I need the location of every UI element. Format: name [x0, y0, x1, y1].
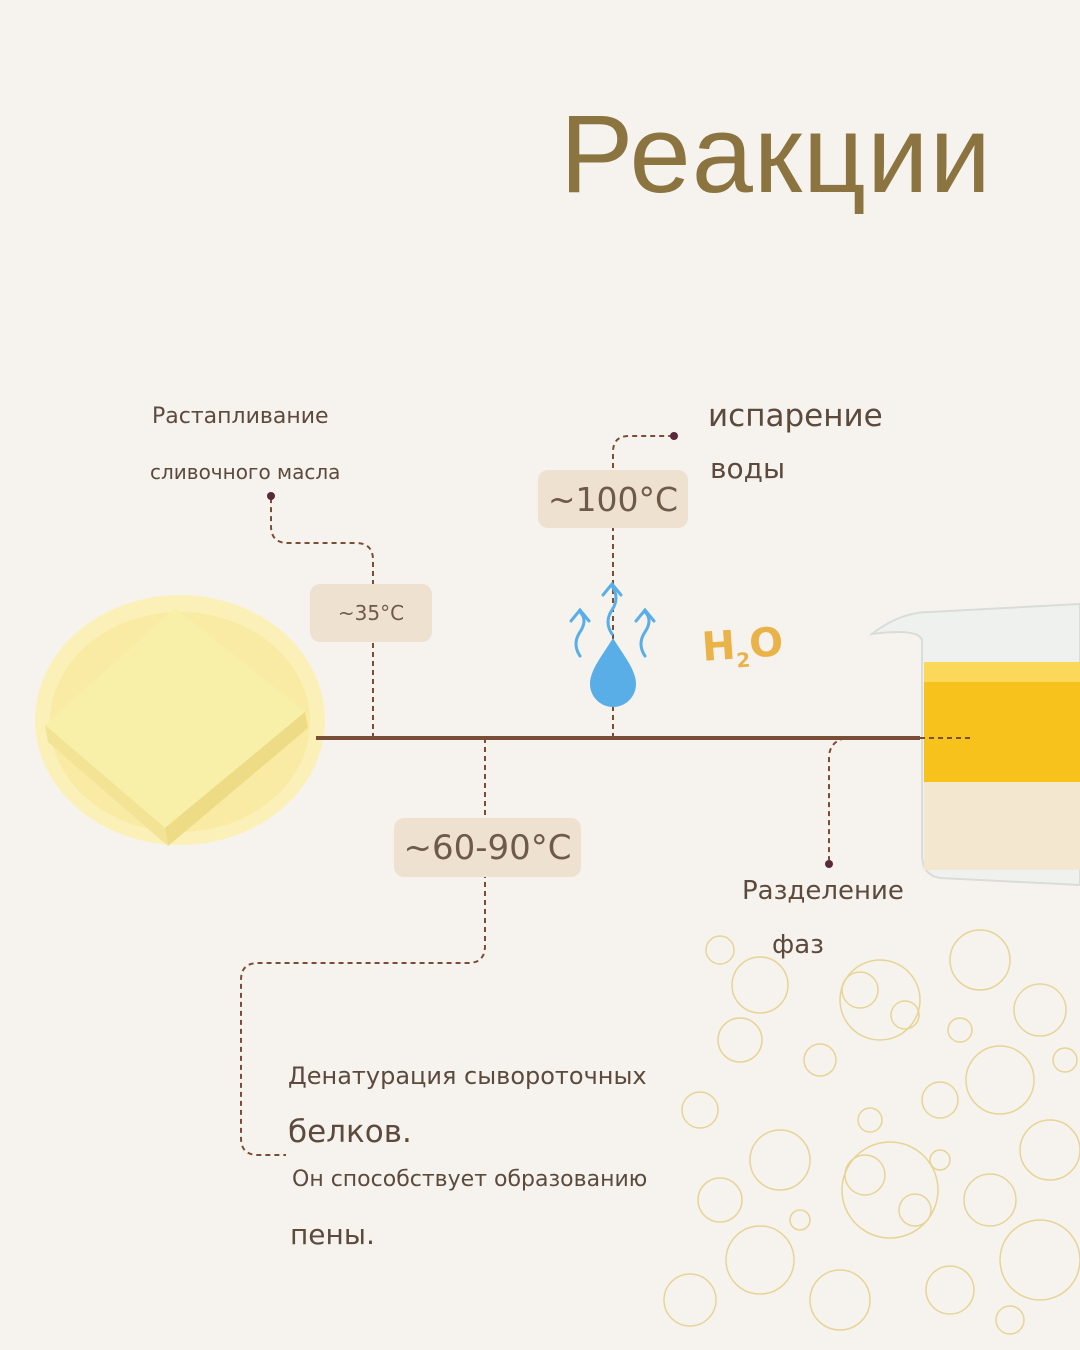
- evaporation-label-line2: воды: [710, 452, 786, 485]
- denaturation-label-line1: Денатурация сывороточных: [288, 1062, 647, 1090]
- denaturation-temp-badge: ~60-90°C: [394, 818, 581, 877]
- melting-temp-badge: ~35°C: [310, 584, 432, 642]
- evaporation-label-line1: испарение: [708, 398, 883, 434]
- evaporation-temp-badge: ~100°C: [538, 470, 688, 528]
- melting-label-line2: сливочного масла: [150, 460, 341, 484]
- steam-arrows-icon: [569, 581, 656, 658]
- h2o-formula: H2O: [700, 619, 785, 673]
- separation-label-line2: фаз: [772, 930, 824, 960]
- beaker-icon: [868, 602, 1080, 887]
- melting-connector: [270, 498, 374, 738]
- water-drop-icon: [590, 638, 636, 707]
- melting-label-line1: Растапливание: [152, 404, 329, 429]
- foam-bubbles-icon: [663, 929, 1080, 1335]
- denaturation-label-line4: пены.: [290, 1218, 375, 1251]
- butter-icon: [35, 595, 325, 846]
- denaturation-label-line2: белков.: [288, 1114, 412, 1150]
- evaporation-connector: [612, 435, 672, 738]
- page-title: Реакции: [560, 93, 992, 216]
- separation-connector: [828, 737, 846, 860]
- separation-label-line1: Разделение: [742, 876, 904, 906]
- denaturation-label-line3: Он способствует образованию: [292, 1167, 648, 1192]
- denaturation-connector: [240, 738, 486, 1156]
